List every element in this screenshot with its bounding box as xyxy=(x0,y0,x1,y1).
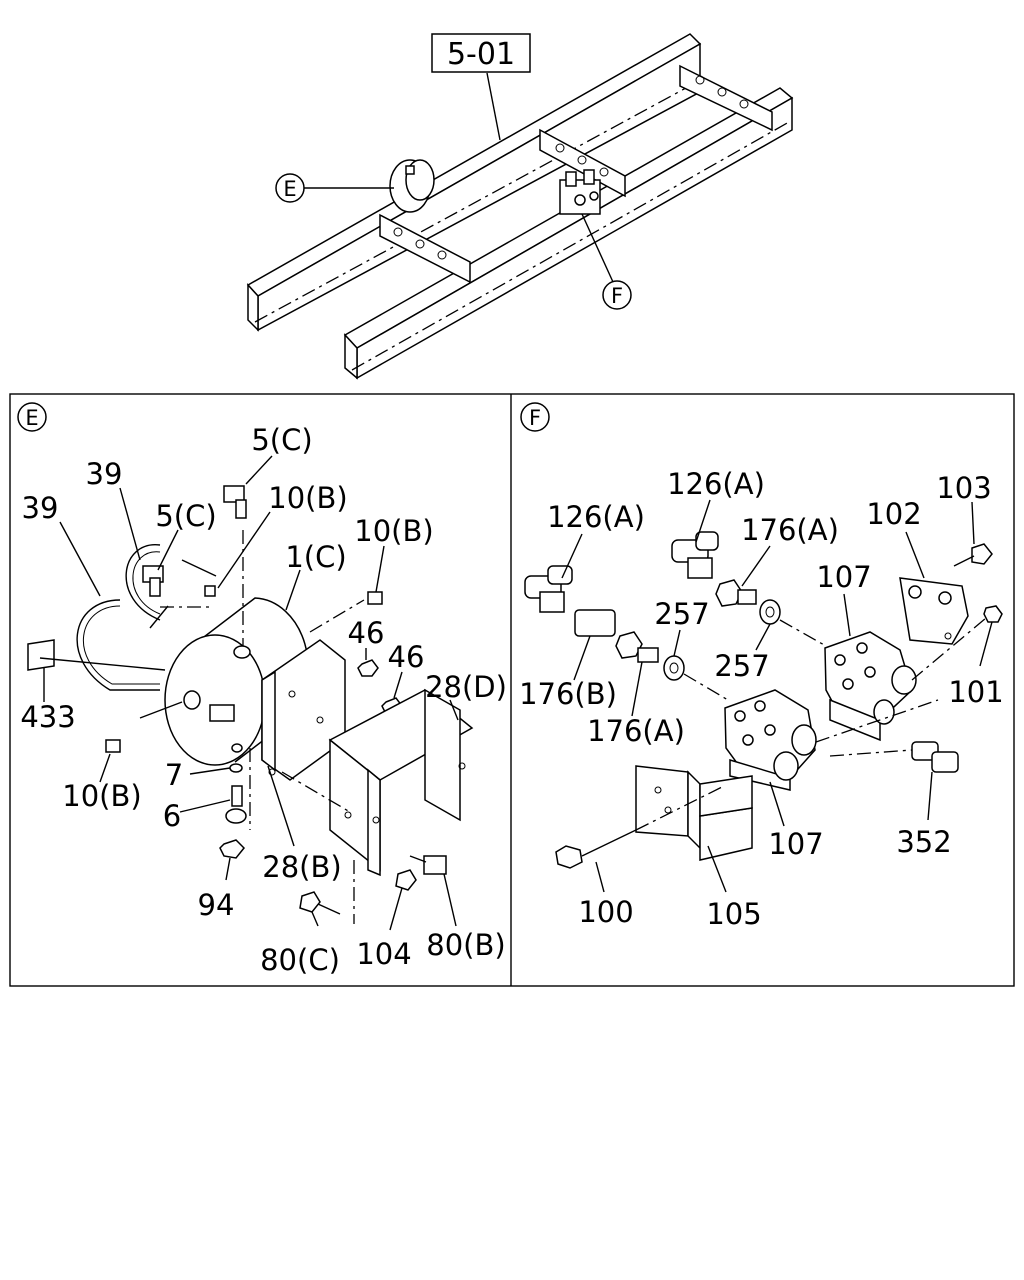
label-80c: 80(C) xyxy=(260,943,340,977)
label-100: 100 xyxy=(578,895,633,929)
label-102: 102 xyxy=(866,497,921,531)
label-126a-top: 126(A) xyxy=(667,467,765,501)
label-6: 6 xyxy=(163,799,181,833)
label-107-bottom: 107 xyxy=(768,827,823,861)
cross-members xyxy=(379,64,773,284)
panel-e-tag-circle xyxy=(17,402,47,432)
panel-f-tag-circle xyxy=(520,402,550,432)
leader-lines-e xyxy=(39,455,459,931)
label-plate-433 xyxy=(27,639,55,671)
label-39-b: 39 xyxy=(22,491,59,525)
nut-101 xyxy=(983,605,1003,623)
connectors-176 xyxy=(574,579,757,663)
label-1c: 1(C) xyxy=(285,540,346,574)
label-39-a: 39 xyxy=(86,457,123,491)
chassis-overview: 5-01 xyxy=(246,33,794,380)
label-28b: 28(B) xyxy=(262,850,341,884)
connector-352 xyxy=(911,741,959,773)
panel-e-tag: E xyxy=(25,406,38,430)
panel-f-tag: F xyxy=(529,406,541,430)
label-10b-right: 10(B) xyxy=(354,514,433,548)
label-5c-mid: 5(C) xyxy=(155,499,216,533)
label-105: 105 xyxy=(706,897,761,931)
label-10b-top: 10(B) xyxy=(268,481,347,515)
callout-e-label: E xyxy=(283,177,296,201)
callout-f-label: F xyxy=(611,284,623,308)
panel-e: E xyxy=(17,402,507,977)
bracket-28b xyxy=(261,639,346,781)
drain-plugs xyxy=(105,591,383,753)
label-101: 101 xyxy=(948,675,1003,709)
label-257-a: 257 xyxy=(654,597,709,631)
assembly-lines-f xyxy=(635,617,987,831)
valve-107-lower xyxy=(724,689,817,791)
elbow-fittings-126a xyxy=(524,531,719,613)
overview-air-tank xyxy=(389,159,435,213)
frame-rail-left xyxy=(246,33,702,332)
callout-f-circle xyxy=(602,280,632,310)
bracket-105 xyxy=(635,765,753,861)
assembly-lines xyxy=(160,530,365,924)
label-433: 433 xyxy=(20,700,75,734)
label-176b: 176(B) xyxy=(519,677,617,711)
label-10b-left: 10(B) xyxy=(62,779,141,813)
label-352: 352 xyxy=(896,825,951,859)
label-103: 103 xyxy=(936,471,991,505)
label-176a-top: 176(A) xyxy=(741,513,839,547)
reference-box-label: 5-01 xyxy=(447,37,515,72)
bracket-102 xyxy=(899,577,969,645)
detail-frame xyxy=(9,393,1015,987)
label-107-top: 107 xyxy=(816,560,871,594)
small-parts xyxy=(219,763,247,859)
label-46-a: 46 xyxy=(348,616,385,650)
label-28d: 28(D) xyxy=(425,670,507,704)
label-104: 104 xyxy=(356,937,411,971)
leader-lines-f xyxy=(561,499,993,893)
overview-valve xyxy=(559,169,601,215)
label-5c-top: 5(C) xyxy=(251,423,312,457)
callout-e-circle xyxy=(275,173,305,203)
reference-box xyxy=(431,33,531,73)
stud-bolts xyxy=(139,559,217,719)
label-257-b: 257 xyxy=(714,649,769,683)
bolt-100 xyxy=(555,829,637,869)
label-176a-bottom: 176(A) xyxy=(587,714,685,748)
reference-leader xyxy=(486,72,501,141)
valve-107-upper xyxy=(824,631,917,742)
frame-rail-right xyxy=(343,87,794,380)
tank-strap xyxy=(76,544,161,691)
label-46-b: 46 xyxy=(388,640,425,674)
bracket-28d xyxy=(328,688,474,877)
panel-f: F xyxy=(519,402,1004,931)
label-94: 94 xyxy=(198,888,235,922)
bolt-103 xyxy=(953,543,993,567)
label-7: 7 xyxy=(165,758,183,792)
bolts-80 xyxy=(299,855,447,915)
label-80b: 80(B) xyxy=(426,928,505,962)
label-126a-left: 126(A) xyxy=(547,500,645,534)
